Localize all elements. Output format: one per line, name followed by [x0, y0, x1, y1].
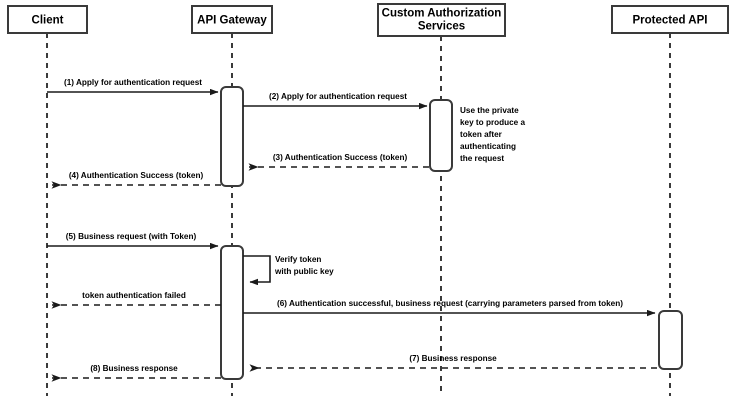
message-6-label: (6) Authentication successful, business …	[277, 299, 623, 308]
note-auth-line-1: Use the private	[460, 106, 519, 115]
self-call-label-line-2: with public key	[274, 267, 334, 276]
message-5-label: (5) Business request (with Token)	[66, 232, 197, 241]
activation-gateway-auth-phase	[220, 86, 244, 187]
activation-auth-service	[429, 99, 453, 172]
actor-head-client[interactable]: Client	[7, 5, 88, 34]
actor-head-auth[interactable]: Custom Authorization Services	[377, 3, 506, 37]
actor-label-gateway: API Gateway	[197, 15, 267, 27]
message-8-label: (8) Business response	[90, 364, 178, 373]
note-auth-line-5: the request	[460, 154, 504, 163]
note-auth-line-3: token after	[460, 130, 503, 139]
message-6: (6) Authentication successful, business …	[243, 299, 656, 317]
note-auth-line-4: authenticating	[460, 142, 516, 151]
message-3-label: (3) Authentication Success (token)	[273, 153, 408, 162]
actor-label-auth-line2: Services	[418, 21, 465, 33]
message-2: (2) Apply for authentication request	[243, 92, 428, 110]
actor-label-auth-line1: Custom Authorization	[382, 8, 502, 20]
message-8: (8) Business response	[51, 364, 221, 382]
activation-gateway-business-phase	[220, 245, 244, 380]
actor-head-gateway[interactable]: API Gateway	[191, 5, 273, 34]
note-auth-private-key: Use the private key to produce a token a…	[460, 106, 526, 163]
message-7-label: (7) Business response	[409, 354, 497, 363]
actor-head-protected[interactable]: Protected API	[611, 5, 729, 34]
actor-label-client: Client	[32, 15, 64, 27]
message-1-label: (1) Apply for authentication request	[64, 78, 202, 87]
message-4-label: (4) Authentication Success (token)	[69, 171, 204, 180]
activation-protected-api	[658, 310, 683, 370]
self-call-verify-token: Verify token with public key	[243, 255, 334, 286]
message-3: (3) Authentication Success (token)	[248, 153, 429, 171]
message-token-auth-failed: token authentication failed	[51, 291, 221, 309]
message-4: (4) Authentication Success (token)	[51, 171, 221, 189]
self-call-label-line-1: Verify token	[275, 255, 321, 264]
message-2-label: (2) Apply for authentication request	[269, 92, 407, 101]
note-auth-line-2: key to produce a	[460, 118, 526, 127]
actor-label-protected: Protected API	[633, 15, 708, 27]
message-7: (7) Business response	[249, 354, 657, 372]
message-5: (5) Business request (with Token)	[47, 232, 219, 250]
message-1: (1) Apply for authentication request	[47, 78, 219, 96]
message-token-auth-failed-label: token authentication failed	[82, 291, 186, 300]
